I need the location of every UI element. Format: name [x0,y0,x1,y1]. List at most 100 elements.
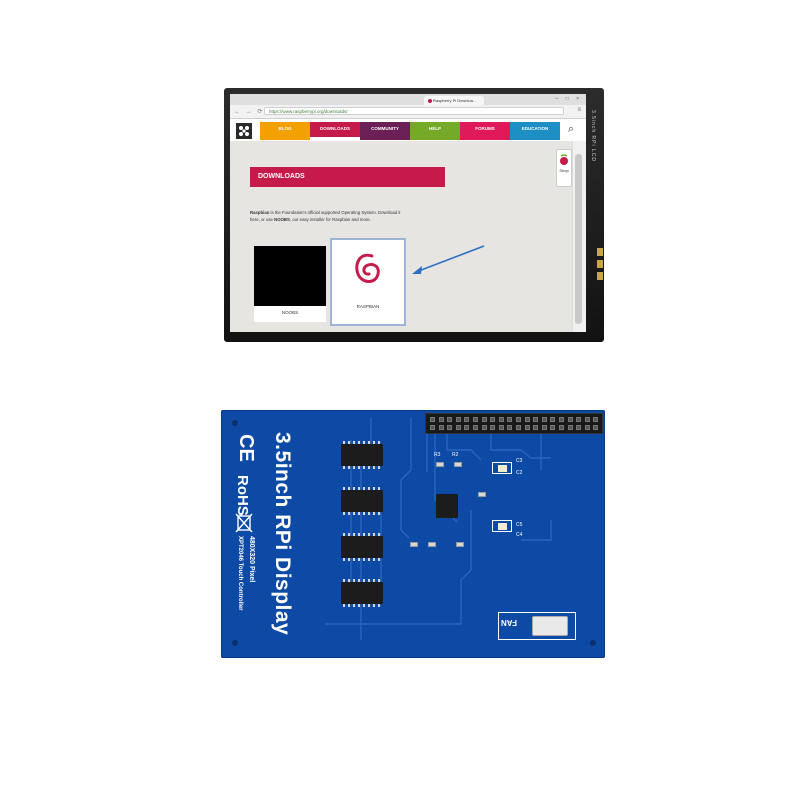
label-c5: C5 [516,522,523,528]
browser-tab[interactable]: Raspberry Pi Downloa... [424,96,484,105]
gpio-pin [559,417,564,422]
gpio-pin [550,425,556,430]
desc-text: here, or use [250,217,275,222]
gpio-pin [490,417,496,422]
address-bar[interactable]: https://www.raspberrypi.org/downloads/ [264,107,564,115]
fan-connector[interactable] [532,616,568,636]
gpio-pin [447,425,453,430]
fpc-pad [597,260,603,268]
weee-bin-icon [235,513,253,533]
gpio-pin [473,425,478,430]
gpio-pin [576,417,582,422]
gpio-pin [498,417,504,422]
gpio-pin [481,417,487,422]
gpio-header [425,413,603,434]
nav-blog[interactable]: BLOG [260,122,310,140]
label-r2: R2 [452,452,459,458]
label-c4: C4 [516,532,523,538]
gpio-pin [584,417,590,422]
raspberry-icon [560,154,568,165]
ic-chip [341,579,383,607]
gpio-pin [541,425,547,430]
fpc-pad [597,248,603,256]
gpio-pin [516,417,521,422]
capacitor-c5 [492,520,512,532]
gpio-pin [516,425,521,430]
pointer-arrow-icon [412,245,485,274]
menu-icon[interactable]: ≡ [577,107,581,113]
smd-regulator [478,492,486,497]
touch-controller-chip [436,494,458,518]
gpio-pin [567,425,573,430]
gpio-pin [507,425,513,430]
fan-label: FAN [501,618,517,627]
noobs-link[interactable]: NOOBS [274,217,290,222]
gpio-pin [498,425,504,430]
noobs-caption: NOOBS [281,310,299,315]
gpio-pin [593,417,599,422]
raspbian-caption: RASPBIAN [356,304,380,309]
gpio-pin [455,425,461,430]
desc-text: , our easy installer for Raspbian and mo… [289,217,371,222]
gpio-pin [447,417,453,422]
capacitor-c3 [492,462,512,474]
gpio-pin [455,417,461,422]
gpio-pin [490,425,496,430]
gpio-pin [576,425,582,430]
label-c2: C2 [516,470,523,476]
raspbian-link[interactable]: Raspbian [250,210,270,215]
gpio-pin [541,417,547,422]
nav-arrows-icon[interactable]: ← → ⟳ [234,109,265,115]
gpio-pin [481,425,487,430]
gpio-pin [584,425,590,430]
smd-resistor [410,542,418,547]
desc-text: is the Foundation's official supported O… [269,210,401,215]
raspberry-pi-logo-icon[interactable] [236,123,252,139]
noobs-tile[interactable]: NOOBS [254,246,326,322]
ic-chip [341,441,383,469]
lcd-screen: Raspberry Pi Downloa... – □ × ← → ⟳ http… [230,94,586,332]
nav-downloads[interactable]: DOWNLOADS [310,122,360,140]
smd-resistor [428,542,436,547]
gpio-pin [507,417,513,422]
mount-hole [590,640,596,646]
search-icon[interactable]: ⌕ [567,123,574,135]
browser-tab-strip: Raspberry Pi Downloa... – □ × [230,94,586,105]
downloads-banner: DOWNLOADS [250,167,445,187]
window-controls-icon[interactable]: – □ × [555,96,582,102]
nav-forums[interactable]: FORUMS [460,122,510,140]
shop-badge[interactable]: Shop [556,149,572,187]
smd-resistor [456,542,464,547]
nav-education[interactable]: EDUCATION [510,122,560,140]
gpio-pin [550,417,556,422]
ce-mark: CE [235,434,257,462]
gpio-pin [430,425,435,430]
site-nav: BLOG DOWNLOADS COMMUNITY HELP FORUMS EDU… [230,119,586,141]
mount-hole [232,420,238,426]
gpio-pin [524,417,530,422]
gpio-pin [464,425,470,430]
pcb-touch-controller: XPT2046 Touch Controller [237,536,243,611]
gpio-pin [533,425,539,430]
gpio-pin [593,425,599,430]
pcb-title: 3.5inch RPi Display [271,432,294,636]
raspberry-favicon-icon [428,99,432,103]
shop-label: Shop [559,168,569,173]
noobs-image [254,246,326,306]
ic-chip [341,533,383,561]
lcd-side-text: 3.5inch RPi LCD [590,110,596,162]
label-c3: C3 [516,458,523,464]
smd-resistor [454,462,462,467]
gpio-pin [473,417,478,422]
gpio-pin [438,417,444,422]
gpio-pin [559,425,564,430]
raspbian-tile[interactable]: RASPBIAN [330,238,406,326]
browser-toolbar: ← → ⟳ https://www.raspberrypi.org/downlo… [230,105,586,119]
nav-help[interactable]: HELP [410,122,460,140]
fan-connector-outline [498,612,576,640]
scrollbar-thumb[interactable] [575,154,582,324]
downloads-description: Raspbian is the Foundation's official su… [250,209,450,223]
gpio-pin [430,417,435,422]
nav-community[interactable]: COMMUNITY [360,122,410,140]
gpio-pin [533,417,539,422]
